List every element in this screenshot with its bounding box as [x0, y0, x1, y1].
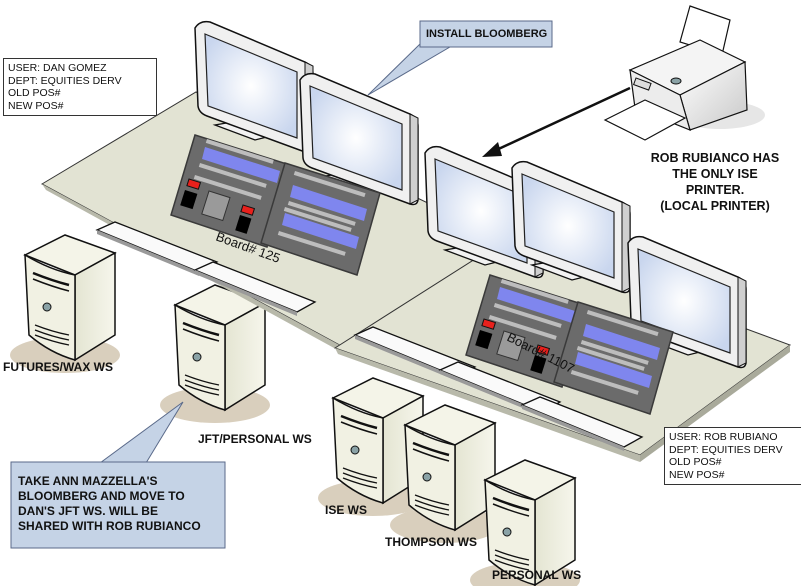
move-callout-pointer	[98, 401, 184, 464]
old-position: OLD POS#	[8, 87, 61, 99]
label-jft-personal-ws: JFT/PERSONAL WS	[198, 432, 312, 446]
futures-wax-workstation-tower	[8, 233, 122, 375]
label-futures-wax-ws: FUTURES/WAX WS	[3, 360, 113, 374]
user-dept: DEPT: EQUITIES DERV	[8, 74, 122, 87]
new-position: NEW POS#	[8, 99, 64, 112]
user-name: USER: ROB RUBIANO	[669, 431, 778, 443]
note-line: ROB RUBIANCO HAS	[650, 151, 780, 165]
label-ise-ws: ISE WS	[325, 503, 368, 517]
note-line: DAN'S JFT WS. WILL BE	[18, 504, 158, 518]
install-bloomberg-note: INSTALL BLOOMBERG	[426, 28, 548, 40]
user-dept: DEPT: EQUITIES DERV	[669, 443, 783, 456]
jft-personal-workstation-tower	[158, 283, 272, 425]
note-line: SHARED WITH ROB RUBIANCO	[18, 519, 201, 533]
printer-icon	[603, 5, 765, 141]
label-thompson-ws: THOMPSON WS	[385, 535, 477, 549]
user-name: USER: DAN GOMEZ	[8, 62, 107, 74]
user-info-box-dan-gomez: USER: DAN GOMEZ DEPT: EQUITIES DERV OLD …	[3, 58, 157, 116]
move-bloomberg-note: TAKE ANN MAZZELLA'S BLOOMBERG AND MOVE T…	[18, 474, 201, 534]
install-callout-pointer	[367, 43, 457, 96]
note-line: BLOOMBERG AND MOVE TO	[18, 489, 185, 503]
new-position: NEW POS#	[669, 468, 725, 481]
note-line: (LOCAL PRINTER)	[660, 199, 770, 213]
printer-arrow	[482, 86, 631, 157]
note-line: THE ONLY ISE	[672, 167, 758, 181]
move-callout-box	[10, 461, 226, 549]
old-position: OLD POS#	[669, 456, 722, 468]
note-line: TAKE ANN MAZZELLA'S	[18, 474, 158, 488]
note-line: PRINTER.	[685, 183, 745, 197]
install-callout-box	[419, 20, 553, 48]
printer-note: ROB RUBIANCO HAS THE ONLY ISE PRINTER. (…	[640, 150, 790, 214]
label-personal-ws: PERSONAL WS	[492, 568, 582, 582]
user-info-box-rob-rubiano: USER: ROB RUBIANO DEPT: EQUITIES DERV OL…	[664, 427, 801, 485]
